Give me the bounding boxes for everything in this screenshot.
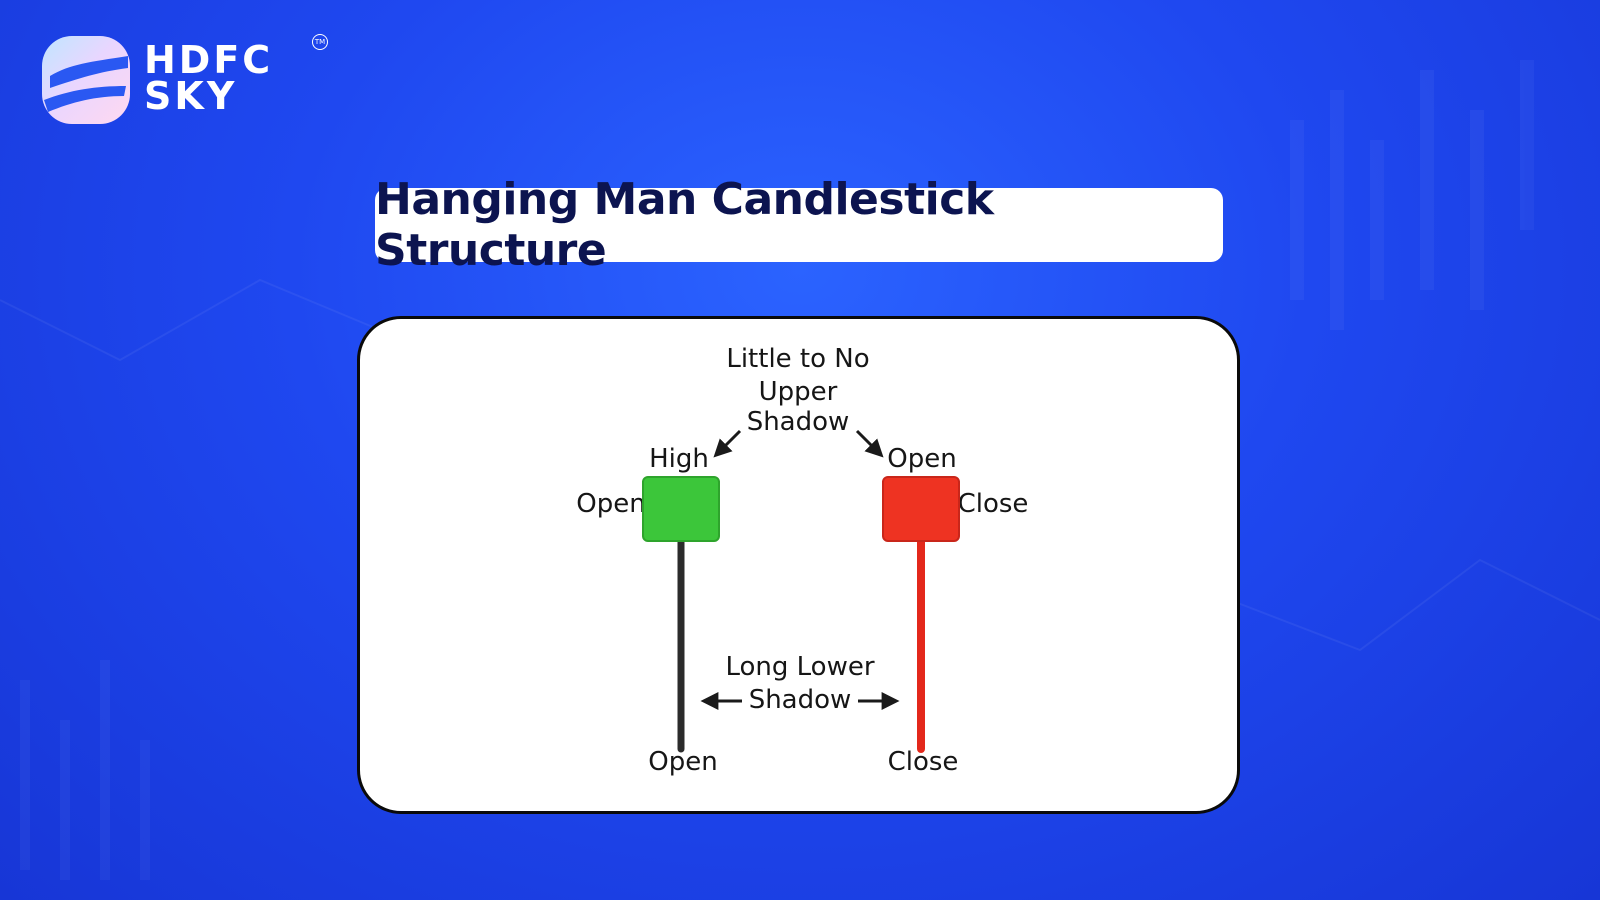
hdfc-sky-logo[interactable]: HDFC SKY TM	[40, 34, 340, 129]
upper-shadow-label-line-1: Little to No	[726, 344, 869, 374]
upper-shadow-label-line-3: Shadow	[747, 407, 850, 437]
lower-shadow-label-line-1: Long Lower	[725, 652, 874, 682]
candlestick-diagram: Little to No Upper Shadow High Open Open…	[576, 344, 1029, 777]
red-candle-body	[882, 476, 960, 542]
green-candle-body	[642, 476, 720, 542]
arrow-to-high	[713, 429, 742, 458]
trademark-badge: TM	[312, 34, 328, 50]
green-candle-bottom-label: Open	[648, 747, 717, 777]
red-candle-open-label: Open	[887, 444, 956, 474]
red-candle-body-label: Close	[958, 489, 1029, 519]
diagram-panel: Little to No Upper Shadow High Open Open…	[357, 316, 1240, 814]
green-candle-body-label: Open	[576, 489, 645, 519]
logo-text: HDFC SKY	[144, 38, 274, 118]
hdfc-sky-logo-icon	[42, 36, 130, 124]
upper-shadow-label-line-2: Upper	[759, 377, 838, 407]
logo-line-2: SKY	[144, 74, 238, 118]
lower-shadow-label-line-2: Shadow	[749, 685, 852, 715]
title-banner: Hanging Man Candlestick Structure	[375, 174, 1223, 276]
arrow-to-open	[855, 429, 884, 458]
green-candle-high-label: High	[649, 444, 709, 474]
red-candle-bottom-label: Close	[888, 747, 959, 777]
logo-line-1: HDFC	[144, 38, 274, 82]
page-title: Hanging Man Candlestick Structure	[375, 174, 994, 276]
